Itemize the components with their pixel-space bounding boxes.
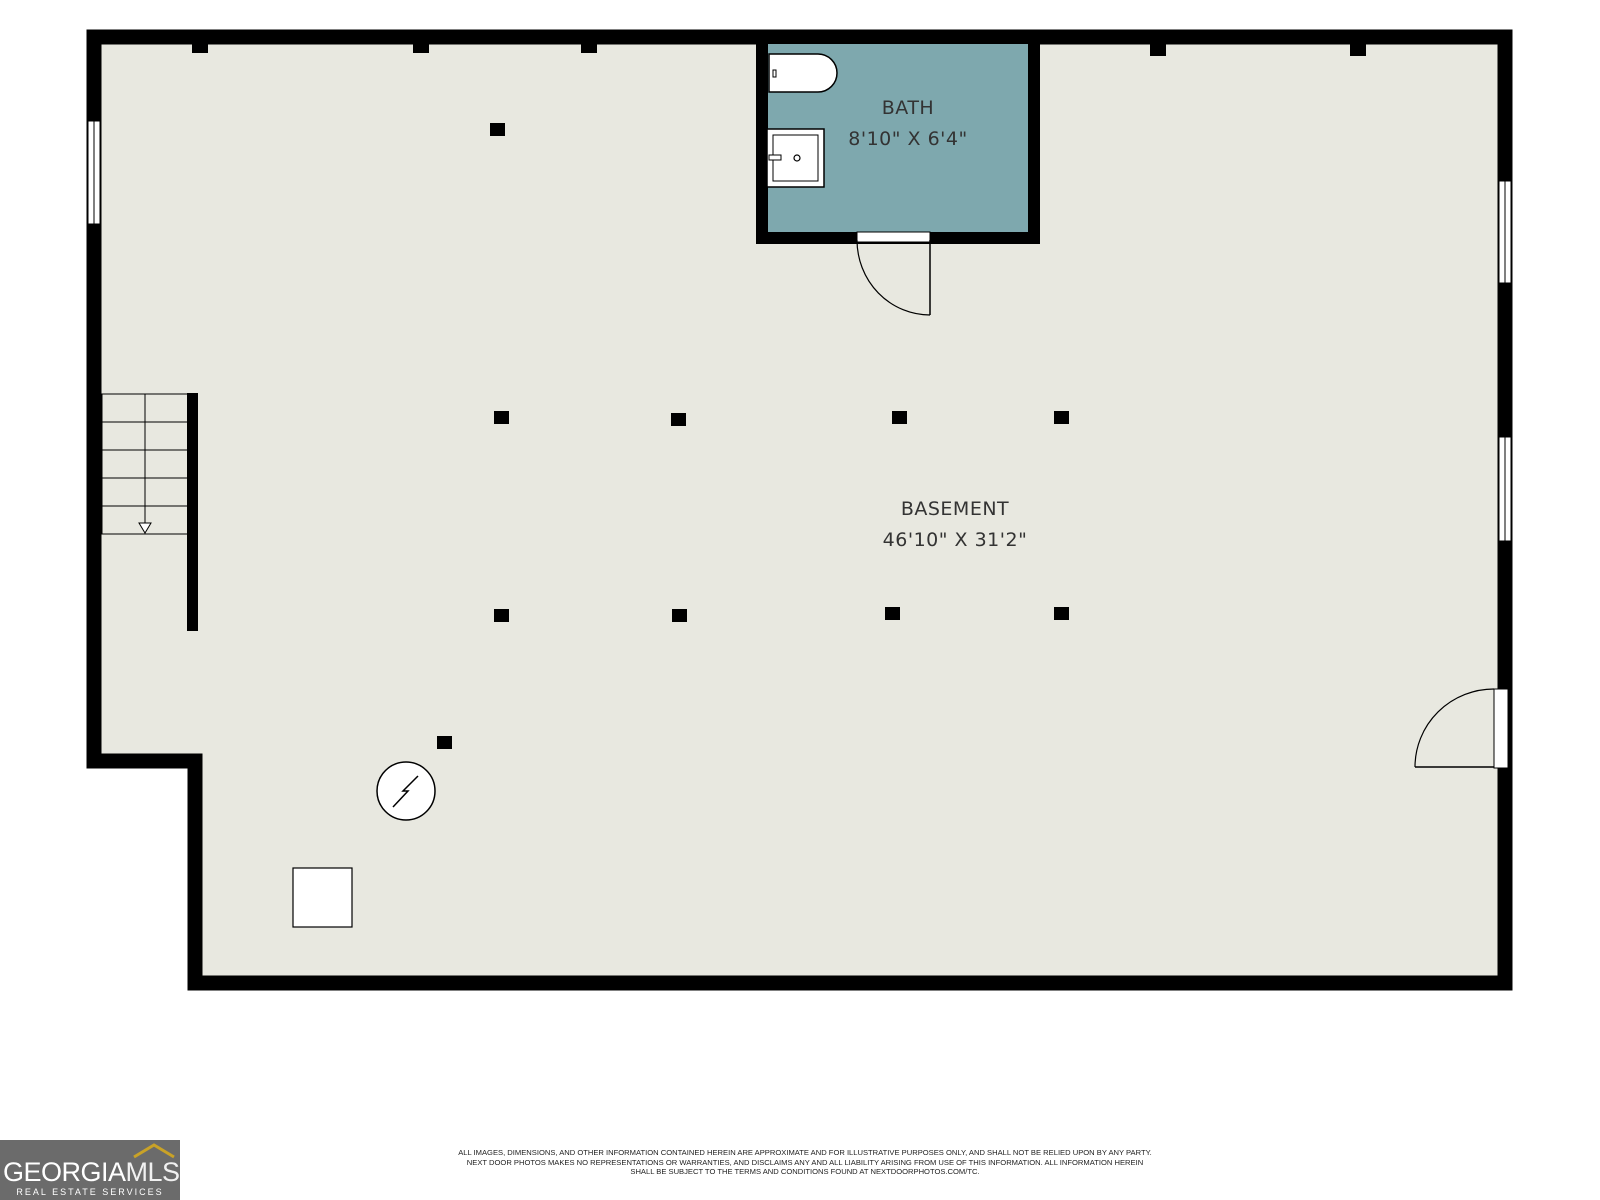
- window-left: [87, 120, 101, 225]
- disclaimer-line: SHALL BE SUBJECT TO THE TERMS AND CONDIT…: [630, 1167, 980, 1177]
- window-right-lower: [1498, 436, 1512, 542]
- logo-tagline: REAL ESTATE SERVICES: [16, 1187, 164, 1197]
- bath-label: BATH 8'10" X 6'4": [848, 93, 967, 155]
- bath-door-icon: [856, 231, 931, 316]
- roof-icon: [133, 1143, 175, 1159]
- logo-brand-a: GEORGIA: [3, 1157, 126, 1187]
- bath-name: BATH: [881, 97, 935, 119]
- stair-rail-wall: [187, 393, 198, 631]
- toilet-icon: [768, 53, 838, 93]
- basement-label: BASEMENT 46'10" X 31'2": [883, 494, 1028, 556]
- wall-posts: [192, 42, 1366, 56]
- exterior-door-icon: [1414, 688, 1509, 769]
- disclaimer-line: NEXT DOOR PHOTOS MAKES NO REPRESENTATION…: [466, 1157, 1144, 1167]
- bath-top-wall: [756, 30, 1040, 44]
- window-right-upper: [1498, 180, 1512, 284]
- basement-name: BASEMENT: [900, 498, 1010, 520]
- disclaimer-text: ALL IMAGES, DIMENSIONS, AND OTHER INFORM…: [400, 1148, 1210, 1177]
- support-columns: [437, 123, 1069, 749]
- stairs-icon: [101, 393, 190, 535]
- basement-dims: 46'10" X 31'2": [882, 529, 1028, 551]
- utility-box: [292, 867, 353, 928]
- bath-dims: 8'10" X 6'4": [848, 128, 968, 150]
- disclaimer-line: ALL IMAGES, DIMENSIONS, AND OTHER INFORM…: [458, 1148, 1152, 1157]
- logo-brand-b: MLS: [125, 1157, 181, 1187]
- exterior-wall: [86, 29, 1513, 991]
- sink-icon: [766, 128, 825, 188]
- water-heater-icon: [376, 761, 436, 821]
- georgia-mls-logo: GEORGIAMLS REAL ESTATE SERVICES: [0, 1140, 180, 1200]
- logo-brand: GEORGIAMLS: [3, 1157, 180, 1188]
